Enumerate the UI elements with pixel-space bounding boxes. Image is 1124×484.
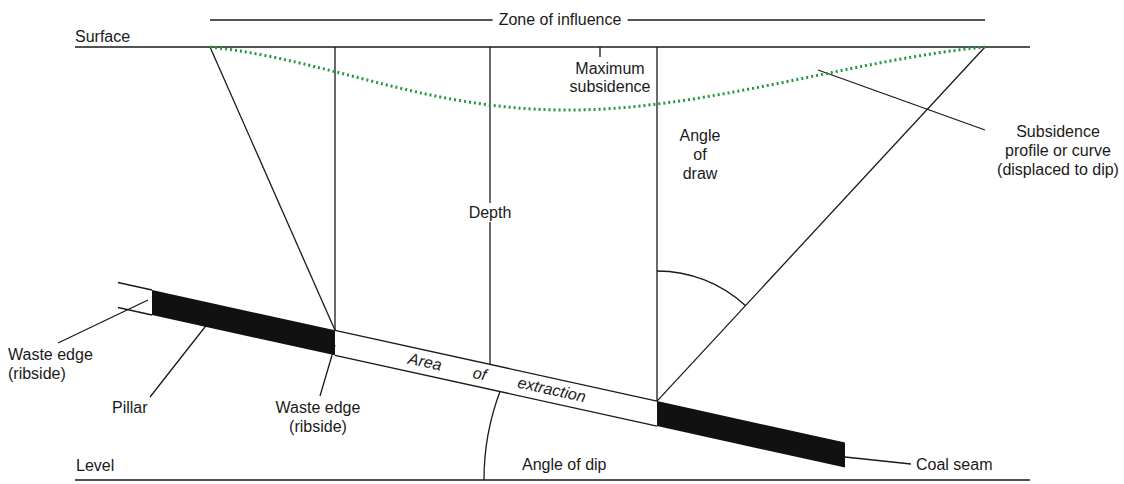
pillar-block — [657, 401, 845, 467]
level-line — [75, 479, 1030, 480]
subsidence-curve — [210, 47, 985, 110]
waste-edge-label: Waste edge (ribside) — [268, 398, 368, 436]
leader-line — [845, 457, 911, 464]
seam-edge — [118, 283, 152, 291]
angle-of-draw-arc — [657, 271, 745, 306]
extraction-bottom — [335, 355, 657, 426]
max-subsidence-label: Maximum subsidence — [560, 60, 660, 97]
profile-label: Subsidence profile or curve (displaced t… — [996, 122, 1120, 180]
pillar-block — [152, 290, 335, 355]
ribside-vertical — [656, 47, 657, 401]
ribside-vertical — [334, 47, 335, 330]
angle-of-draw-label: Angle of draw — [674, 126, 726, 184]
extraction-label: Area of extraction — [407, 351, 588, 406]
max-subsidence-tick — [599, 47, 600, 57]
waste-edge-label: Waste edge (ribside) — [8, 345, 108, 383]
surface-label: Surface — [75, 27, 130, 46]
draw-line-right — [657, 47, 985, 401]
coal-seam-label: Coal seam — [916, 455, 992, 474]
pillar-label: Pillar — [112, 398, 148, 417]
leader-line — [58, 300, 148, 343]
angle-of-dip-label: Angle of dip — [522, 455, 607, 474]
zone-label: Zone of influence — [493, 10, 628, 29]
angle-of-dip-arc — [484, 392, 500, 480]
leader-line — [818, 70, 985, 130]
level-label: Level — [76, 456, 114, 475]
leader-line — [150, 318, 212, 397]
surface-line — [75, 46, 1030, 47]
depth-label: Depth — [465, 203, 516, 222]
draw-line-left — [210, 47, 335, 330]
